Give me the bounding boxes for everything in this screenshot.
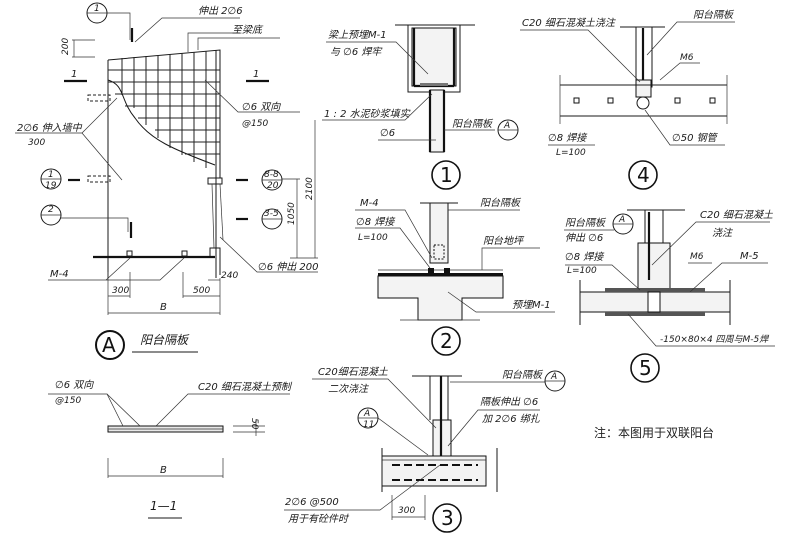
label-wall-bars: 2∅6 伸入墙中 [17, 122, 83, 134]
label-top-extend: 伸出 2∅6 [198, 5, 243, 17]
detail-3-badge [432, 503, 462, 533]
label-pipe-d4: ∅50 钢管 [672, 132, 719, 144]
label-mesh-bars: ∅6 双向 [242, 101, 281, 113]
svg-text:1: 1 [440, 163, 453, 187]
svg-text:8-8: 8-8 [264, 170, 279, 180]
elevation-a: 200 1 1 1 伸出 2∅6 至梁底 ∅6 双向 @150 2∅6 伸入墙中… [15, 2, 319, 360]
section-1-1: ∅6 双向 @150 C20 细石混凝土预制 50 B 1—1 [48, 379, 293, 519]
label-weld-bar-d4: ∅8 焊接 [548, 132, 588, 144]
label-beam-bottom: 至梁底 [232, 24, 264, 36]
label-panel-d2: 阳台隔板 [480, 197, 522, 209]
svg-text:2: 2 [440, 329, 453, 353]
label-pour-d5: 浇注 [712, 227, 733, 239]
label-pour-d3: 二次浇注 [328, 383, 369, 395]
svg-text:20: 20 [267, 181, 279, 191]
label-bars-extend-d3: 隔板伸出 ∅6 [480, 396, 538, 408]
svg-text:4: 4 [637, 163, 650, 187]
label-mesh-spacing: @150 [242, 119, 268, 129]
svg-text:2: 2 [48, 205, 54, 215]
label-panel-d3: 阳台隔板 [502, 369, 544, 381]
panel-top-edge [107, 49, 221, 178]
label-wall-bars-len: 300 [28, 138, 45, 148]
svg-text:A: A [102, 333, 116, 357]
detail-5-badge [630, 353, 660, 383]
label-extend-bottom: ∅6 伸出 200 [258, 261, 319, 273]
break-line [107, 79, 216, 166]
dim-240: 240 [221, 271, 238, 281]
section-title: 1—1 [150, 499, 177, 513]
detail-4: C20 细石混凝土浇注 阳台隔板 M6 ∅8 焊接 L=100 ∅50 钢管 4 [520, 9, 735, 190]
label-m6-d4: M6 [680, 53, 694, 63]
label-steel-d5: -150×80×4 四周与M-5焊 [660, 334, 769, 345]
svg-text:5: 5 [639, 356, 652, 380]
dim-b: B [160, 302, 167, 313]
label-m6-d5: M6 [690, 252, 704, 262]
dim-50: 50 [249, 418, 259, 430]
section-mark-right: 1 [253, 69, 259, 80]
label-bars-spacing-d3: 2∅6 @500 [285, 497, 339, 508]
label-weld-bar-d2: ∅8 焊接 [356, 216, 396, 228]
svg-text:19: 19 [45, 181, 57, 191]
dim-300: 300 [112, 286, 129, 296]
label-mesh-bars-1-1: ∅6 双向 [55, 379, 94, 391]
drawing-note: 注：本图用于双联阳台 [594, 425, 714, 440]
label-bars-add-d3: 加 2∅6 绑扎 [482, 413, 540, 425]
dim-500: 500 [193, 286, 210, 296]
svg-text:A: A [503, 121, 510, 131]
dim-300-d3: 300 [398, 506, 415, 516]
label-panel-d5: 阳台隔板 [565, 217, 607, 229]
elevation-title: 阳台隔板 [140, 333, 190, 347]
svg-text:A: A [618, 215, 625, 225]
label-floor-d2: 阳台地坪 [483, 235, 525, 247]
svg-text:A: A [550, 372, 557, 382]
svg-text:3: 3 [441, 506, 454, 530]
dim-b-1-1: B [160, 465, 167, 476]
label-weld-len-d4: L=100 [556, 148, 586, 158]
svg-text:1: 1 [94, 4, 100, 14]
label-embed-m1-d2: 预埋M-1 [512, 299, 551, 311]
dim-2100: 2100 [305, 177, 315, 200]
label-weld: 与 ∅6 焊牢 [330, 46, 383, 58]
label-embed-m1: 梁上预埋M-1 [328, 29, 387, 41]
label-weld-len-d5: L=100 [567, 266, 597, 276]
label-m5-d5: M-5 [740, 251, 759, 262]
svg-text:11: 11 [363, 420, 374, 430]
label-m4-d2: M-4 [360, 198, 379, 209]
svg-text:A: A [363, 409, 370, 419]
label-mortar: 1 : 2 水泥砂浆填实 [324, 108, 411, 120]
detail-2: M-4 ∅8 焊接 L=100 阳台隔板 阳台地坪 预埋M-1 2 [355, 197, 555, 356]
detail-3: C20细石混凝土 二次浇注 阳台隔板 A A 11 隔板伸出 ∅6 加 2∅6 … [284, 366, 566, 533]
label-bar-d1: ∅6 [380, 128, 395, 139]
label-mesh-spacing-1-1: @150 [55, 396, 81, 406]
label-m4: M-4 [50, 269, 69, 280]
label-panel-d4: 阳台隔板 [693, 9, 735, 21]
elevation-badge [95, 330, 125, 360]
label-bars-use-d3: 用于有砼件时 [288, 513, 350, 525]
svg-text:3-5: 3-5 [264, 209, 279, 219]
curb [209, 247, 221, 275]
label-weld-len-d2: L=100 [358, 233, 388, 243]
detail-4-badge [628, 160, 658, 190]
mesh-grid [107, 51, 220, 168]
detail-1-badge [431, 160, 461, 190]
label-concrete-d3: C20细石混凝土 [318, 366, 389, 378]
section-mark-left: 1 [71, 69, 77, 80]
label-weld-bar-d5: ∅8 焊接 [565, 251, 605, 263]
label-concrete-d5: C20 细石混凝土 [700, 209, 774, 221]
label-extend-d5: 伸出 ∅6 [565, 232, 603, 244]
dim-200: 200 [61, 38, 71, 55]
label-panel-d1: 阳台隔板 [452, 118, 494, 130]
detail-2-badge [431, 326, 461, 356]
detail-5: 阳台隔板 A 伸出 ∅6 ∅8 焊接 L=100 C20 细石混凝土 浇注 M6… [564, 209, 775, 383]
label-concrete-1-1: C20 细石混凝土预制 [198, 381, 293, 393]
dim-1050: 1050 [287, 202, 297, 225]
detail-1: 梁上预埋M-1 与 ∅6 焊牢 1 : 2 水泥砂浆填实 ∅6 阳台隔板 A 1 [322, 24, 519, 190]
label-concrete-d4: C20 细石混凝土浇注 [522, 17, 616, 29]
svg-text:1: 1 [48, 170, 54, 180]
